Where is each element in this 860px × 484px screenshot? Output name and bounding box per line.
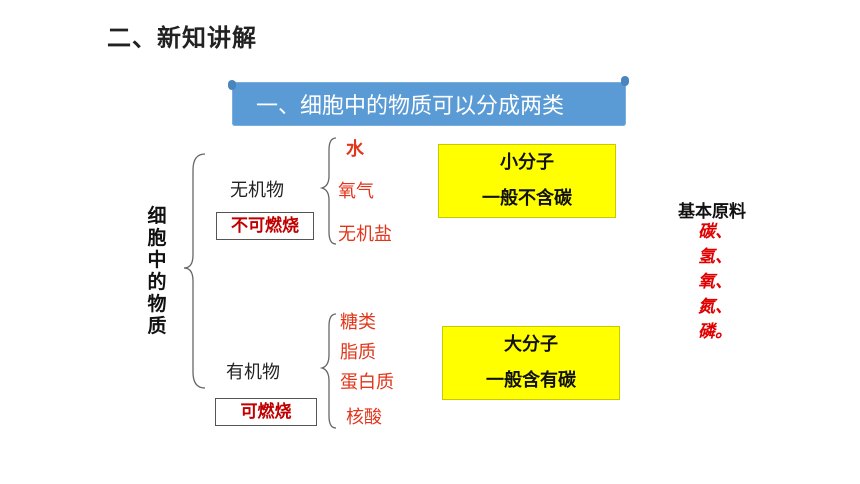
main-brace xyxy=(183,153,206,389)
vtitle-char: 胞 xyxy=(147,227,167,249)
organic-burn-box: 可燃烧 xyxy=(215,398,317,426)
vtitle-char: 的 xyxy=(147,271,167,293)
element-item: 氧、 xyxy=(698,272,732,292)
organic-item: 脂质 xyxy=(340,342,376,363)
title-banner xyxy=(232,82,626,126)
small-molecule-desc: 一般不含碳 xyxy=(482,188,572,209)
organic-label: 有机物 xyxy=(226,362,280,383)
inorganic-brace xyxy=(319,137,337,245)
small-molecule-title: 小分子 xyxy=(500,152,554,173)
large-molecule-desc: 一般含有碳 xyxy=(486,370,576,391)
inorganic-item: 无机盐 xyxy=(338,224,392,245)
organic-item: 核酸 xyxy=(346,407,382,428)
vertical-title: 细 胞 中 的 物 质 xyxy=(144,205,170,337)
vtitle-char: 物 xyxy=(147,293,167,315)
small-molecule-box: 小分子 一般不含碳 xyxy=(438,144,616,218)
base-elements-list: 碳、 氢、 氧、 氮、 磷。 xyxy=(698,220,742,345)
inorganic-label: 无机物 xyxy=(230,180,284,201)
large-molecule-title: 大分子 xyxy=(504,334,558,355)
banner-curl-right xyxy=(621,76,629,86)
large-molecule-box: 大分子 一般含有碳 xyxy=(442,326,620,400)
organic-item: 蛋白质 xyxy=(340,372,394,393)
inorganic-burn-box: 不可燃烧 xyxy=(216,212,314,240)
inorganic-item: 氧气 xyxy=(338,181,374,202)
element-item: 碳、 xyxy=(698,222,732,242)
element-item: 氮、 xyxy=(698,297,732,317)
element-item: 磷。 xyxy=(698,322,732,342)
vtitle-char: 质 xyxy=(147,315,167,337)
element-item: 氢、 xyxy=(698,247,732,267)
section-heading: 二、新知讲解 xyxy=(107,24,257,52)
organic-brace xyxy=(319,313,337,429)
organic-item: 糖类 xyxy=(340,312,376,333)
base-materials-title: 基本原料 xyxy=(678,202,746,222)
inorganic-item: 水 xyxy=(346,139,364,160)
banner-curl-left xyxy=(228,80,236,90)
banner-title: 一、细胞中的物质可以分成两类 xyxy=(256,94,565,119)
vtitle-char: 中 xyxy=(147,249,167,271)
vtitle-char: 细 xyxy=(147,205,167,227)
